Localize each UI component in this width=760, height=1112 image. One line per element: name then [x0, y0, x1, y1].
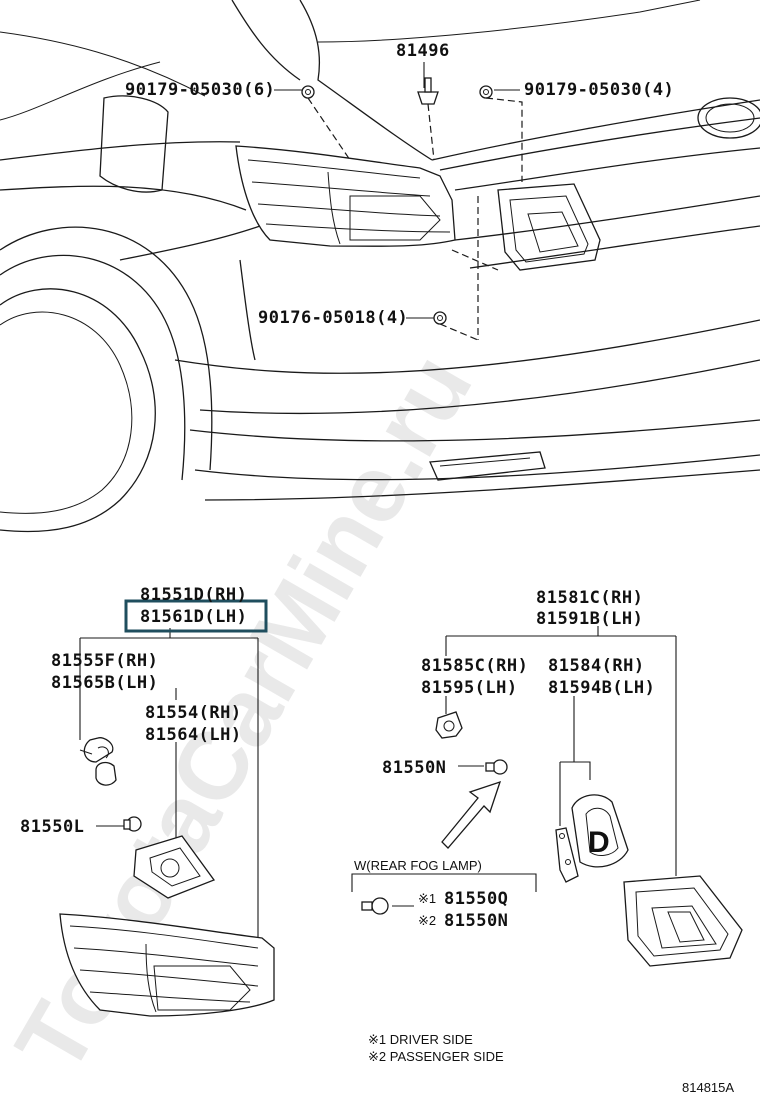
- figure-code: 814815A: [682, 1080, 734, 1095]
- label-inner-gasket-rh: 81584(RH): [548, 656, 645, 676]
- label-inner-socket-lh: 81595(LH): [421, 678, 518, 698]
- label-outer-gasket-rh: 81554(RH): [145, 703, 242, 723]
- label-outer-bulb: 81550L: [20, 817, 84, 837]
- label-screw-lower: 90176-05018(4): [258, 308, 408, 328]
- label-outer-lamp-lh: 81561D(LH): [140, 607, 247, 627]
- label-outer-lamp-rh: 81551D(RH): [140, 585, 247, 605]
- fog-lamp-title: W(REAR FOG LAMP): [354, 858, 482, 873]
- label-nut-left: 90179-05030(6): [125, 80, 275, 100]
- label-nut-right: 90179-05030(4): [524, 80, 674, 100]
- label-inner-lamp-rh: 81581C(RH): [536, 588, 643, 608]
- outer-lamp-group: [59, 628, 275, 1017]
- label-outer-gasket-lh: 81564(LH): [145, 725, 242, 745]
- fog-mark-2: ※2: [418, 913, 436, 928]
- label-inner-bulb: 81550N: [382, 758, 446, 778]
- vehicle-rear-drawing: [0, 0, 760, 533]
- legend-passenger-side: ※2 PASSENGER SIDE: [368, 1049, 504, 1064]
- selected-part-highlight: [124, 599, 268, 633]
- fog-part-2: 81550N: [444, 911, 508, 931]
- fog-lamp-box: [351, 873, 537, 915]
- gasket-d-mark: D: [588, 826, 610, 859]
- label-inner-socket-rh: 81585C(RH): [421, 656, 528, 676]
- label-outer-socket-lh: 81565B(LH): [51, 673, 158, 693]
- label-inner-lamp-lh: 81591B(LH): [536, 609, 643, 629]
- legend-driver-side: ※1 DRIVER SIDE: [368, 1032, 473, 1047]
- label-bolt-upper: 81496: [396, 41, 450, 61]
- assembly-lines: [307, 97, 523, 341]
- label-outer-socket-rh: 81555F(RH): [51, 651, 158, 671]
- inner-lamp-group: D: [435, 626, 743, 967]
- fog-mark-1: ※1: [418, 891, 436, 906]
- fog-part-1: 81550Q: [444, 889, 508, 909]
- label-inner-gasket-lh: 81594B(LH): [548, 678, 655, 698]
- top-leaders: [274, 62, 520, 319]
